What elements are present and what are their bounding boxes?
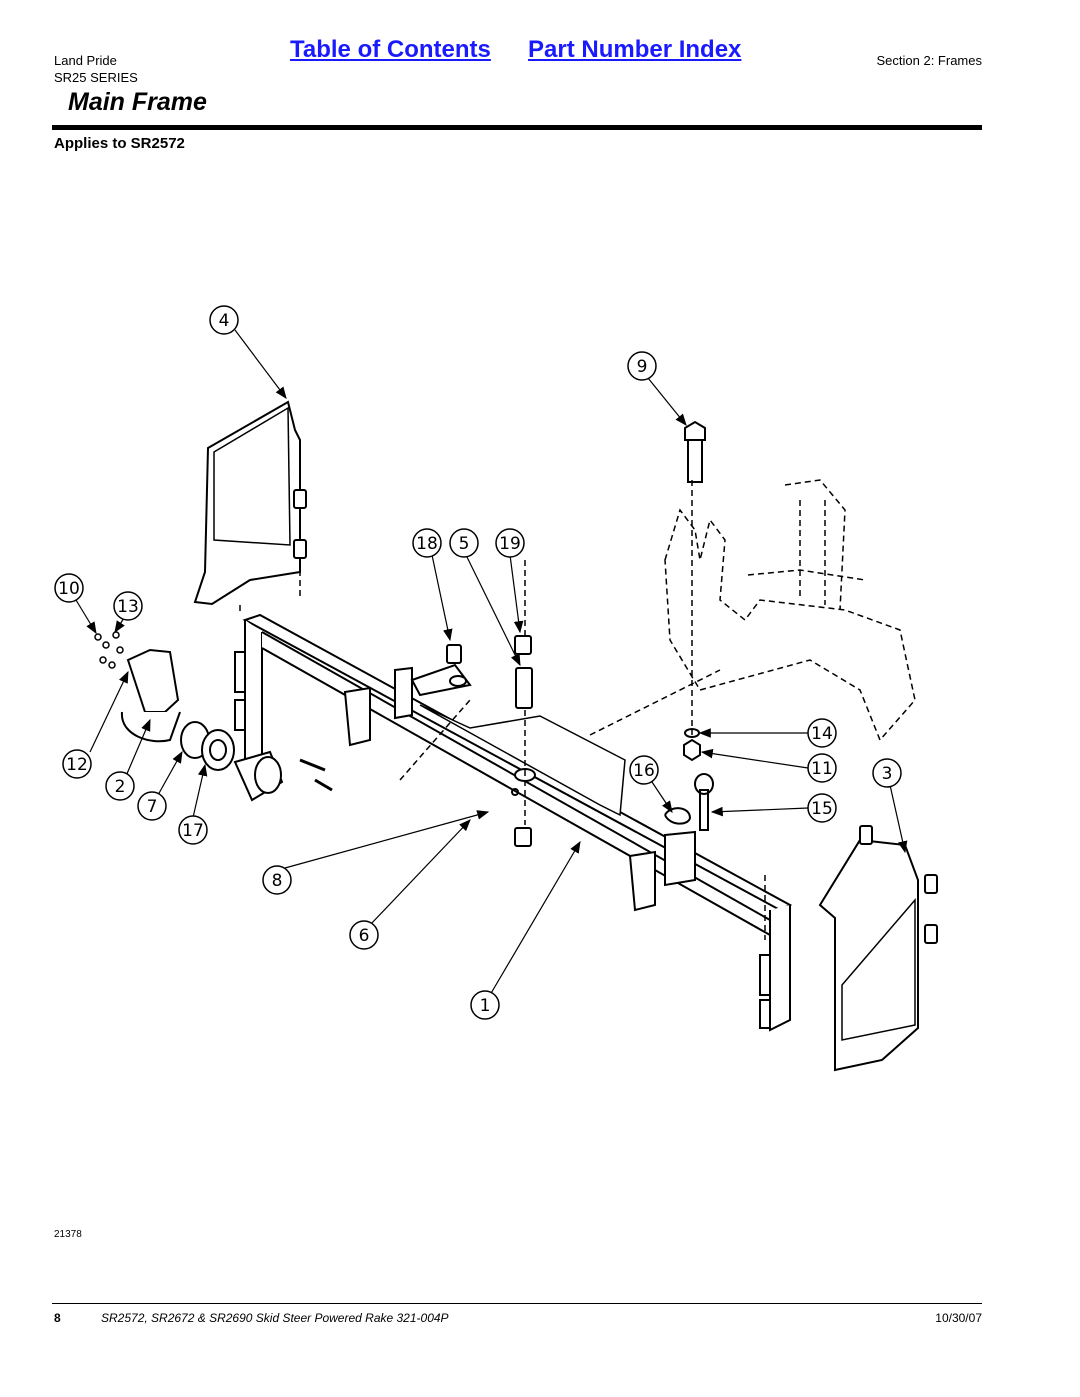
center-shield [419,704,626,817]
left-end-plate [193,400,307,606]
callout-number: 13 [117,597,139,617]
callout-circle [209,305,239,335]
callout-circle [807,753,837,783]
bearing [201,729,235,771]
guard-band [120,711,181,743]
callout-circle [807,793,837,823]
callout-number: 19 [499,534,521,554]
callout-number: 12 [66,755,88,775]
right-end-plate [818,825,938,1072]
callout-circle [137,791,167,821]
callout-circle [470,990,500,1020]
section-label: Section 2: Frames [876,53,983,68]
callout-number: 2 [115,777,126,797]
callout-circle [262,865,292,895]
skid-steer-mount-plate [239,479,916,940]
callout-circle [62,749,92,779]
header-rule [52,125,982,130]
hair-pin-clip [664,807,692,825]
brand-name: Land Pride [54,53,117,68]
bushing-5 [515,667,533,709]
bolts [299,758,333,792]
applies-to-label: Applies to SR2572 [54,135,185,152]
callout-number: 17 [182,821,204,841]
callout-number: 10 [58,579,80,599]
callout-circle [178,815,208,845]
frame-brackets [343,663,696,912]
callout-number: 1 [480,996,491,1016]
callout-number: 18 [416,534,438,554]
callout-circle [113,591,143,621]
callout-number: 15 [811,799,833,819]
callout-circle [349,920,379,950]
footer-rule [52,1303,982,1304]
lock-nut [683,738,701,762]
callout-number: 9 [637,357,648,377]
callout-number: 14 [811,724,833,744]
callout-circle [412,528,442,558]
footer-date: 10/30/07 [935,1311,982,1325]
callout-number: 5 [459,534,470,554]
hitch-pin [699,789,709,831]
table-of-contents-link[interactable]: Table of Contents [290,36,491,63]
figure-id: 21378 [54,1229,82,1240]
callout-circle [872,758,902,788]
footer-title: SR2572, SR2672 & SR2690 Skid Steer Power… [101,1311,449,1325]
callout-circle [495,528,525,558]
callout-circle [105,771,135,801]
series-name: SR25 SERIES [54,70,138,85]
callout-number: 16 [633,761,655,781]
callout-circle [54,573,84,603]
callout-circle [449,528,479,558]
callout-number: 8 [272,871,283,891]
callout-circle [629,755,659,785]
callout-circle [807,718,837,748]
pin-ring [694,773,714,795]
callout-number: 4 [219,311,230,331]
part-number-index-link[interactable]: Part Number Index [528,36,742,63]
callout-number: 6 [359,926,370,946]
bushing-18 [446,644,462,664]
bearing-guard [126,648,180,713]
callout-number: 3 [882,764,893,784]
callout-leaders [75,329,908,996]
hex-bolt [684,420,706,483]
page-title: Main Frame [68,88,207,116]
callout-circle [627,351,657,381]
page-number: 8 [54,1311,61,1325]
callout-number: 7 [147,797,158,817]
bushing-19 [514,635,532,655]
callout-number: 11 [811,759,833,779]
hardware-nuts [94,631,124,669]
bushing-6 [514,827,532,847]
